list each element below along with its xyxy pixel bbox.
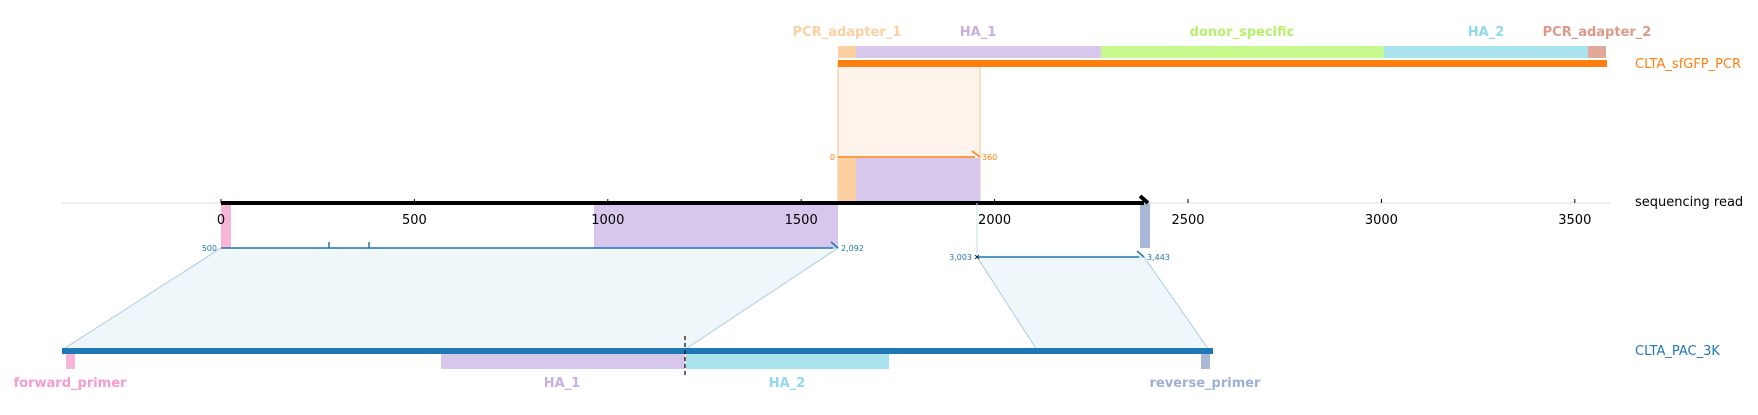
target-track: 500 2,092 ✕ 3,003 3,443 forward_primer H… — [14, 203, 1720, 391]
pcr-feature-pcr-adapter-1-box — [838, 46, 856, 58]
read-shade-ha-1-target — [594, 205, 838, 248]
pcr-backbone — [838, 60, 1607, 67]
read-track-name: sequencing read — [1635, 195, 1743, 210]
read-shade-reverse-primer — [1140, 203, 1150, 248]
read-axis-tick-label: 2500 — [1171, 213, 1204, 228]
target-feature-forward-primer-box — [66, 354, 75, 369]
target-alignment-1-start-label: 500 — [202, 244, 217, 253]
read-axis-tick-label: 1000 — [591, 213, 624, 228]
pcr-feature-ha-1-box — [856, 46, 1101, 58]
pcr-feature-ha-2-box — [1384, 46, 1588, 58]
target-alignment-1-end-label: 2,092 — [841, 244, 864, 253]
target-alignment-line-1-arrowhead — [830, 241, 839, 249]
target-alignment-band-2 — [976, 256, 1210, 351]
target-feature-label-reverse-primer: reverse_primer — [1150, 376, 1262, 391]
target-feature-ha-2-box — [686, 354, 889, 369]
read-axis-tick-label: 2000 — [978, 213, 1011, 228]
read-axis-tick-label: 500 — [402, 213, 427, 228]
target-backbone — [62, 348, 1213, 354]
read-arrowhead — [1138, 194, 1150, 205]
pcr-track-name: CLTA_sfGFP_PCR — [1635, 57, 1741, 72]
read-shade-forward-primer — [221, 205, 231, 248]
target-alignment-line-2-start-marker: ✕ — [974, 253, 981, 262]
read-axis-tick-label: 3000 — [1365, 213, 1398, 228]
target-track-name: CLTA_PAC_3K — [1635, 344, 1720, 359]
pcr-alignment-start-label: 0 — [830, 153, 835, 162]
target-feature-ha-1-box — [441, 354, 685, 369]
pcr-alignment-arrowhead — [971, 150, 981, 158]
pcr-feature-label-donor-specific: donor_specific — [1190, 25, 1295, 40]
pcr-feature-pcr-adapter-2-box — [1588, 46, 1606, 58]
read-shade-ha-1-pcr — [856, 158, 980, 203]
read-axis-ticks: 0 500 1000 1500 2000 2500 3000 3500 — [217, 199, 1591, 228]
target-feature-label-forward-primer: forward_primer — [14, 376, 128, 391]
target-alignment-2-end-label: 3,443 — [1147, 253, 1170, 262]
read-shade-pcr-adapter — [838, 158, 856, 203]
read-axis-tick-label: 0 — [217, 213, 225, 228]
pcr-track: PCR_adapter_1 HA_1 donor_specific HA_2 P… — [793, 25, 1741, 204]
pcr-feature-donor-specific-box — [1101, 46, 1384, 58]
pcr-feature-label-ha-1: HA_1 — [960, 25, 997, 40]
read-track: 0 360 0 500 1000 1500 2000 2500 3000 3500 seque… — [62, 150, 1743, 248]
read-axis-tick-label: 3500 — [1558, 213, 1591, 228]
pcr-alignment-end-label: 360 — [982, 153, 997, 162]
target-feature-label-ha-2: HA_2 — [769, 376, 806, 391]
target-feature-label-ha-1: HA_1 — [544, 376, 581, 391]
target-feature-reverse-primer-box — [1201, 354, 1210, 369]
target-alignment-line-2-arrowhead — [1136, 250, 1145, 258]
pcr-feature-label-pcr-adapter-2: PCR_adapter_2 — [1543, 25, 1652, 40]
target-alignment-band-1 — [60, 247, 840, 351]
pcr-feature-label-ha-2: HA_2 — [1468, 25, 1505, 40]
read-axis-tick-label: 1500 — [785, 213, 818, 228]
target-alignment-2-start-label: 3,003 — [949, 253, 972, 262]
pcr-feature-label-pcr-adapter-1: PCR_adapter_1 — [793, 25, 902, 40]
